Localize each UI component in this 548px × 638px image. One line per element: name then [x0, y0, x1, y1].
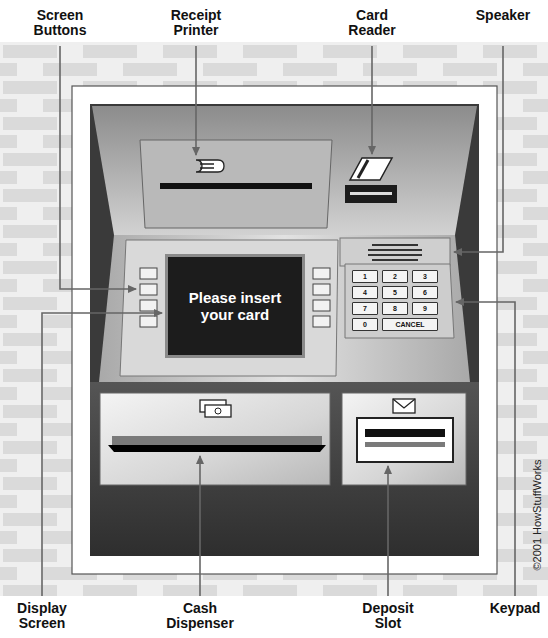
- receipt-printer: [140, 140, 332, 228]
- screen-button: [313, 268, 330, 279]
- key-label: 5: [393, 289, 397, 296]
- key-label: 4: [363, 289, 367, 296]
- receipt-slot: [160, 183, 312, 189]
- keypad-key: 8: [382, 302, 408, 315]
- lower-housing: [90, 382, 479, 556]
- keypad-key: 3: [412, 270, 438, 283]
- envelope-icon: [393, 399, 415, 413]
- key-label: 2: [393, 273, 397, 280]
- speaker: [340, 238, 450, 266]
- keypad-key: 1: [352, 270, 378, 283]
- screen-message: Please insert your card: [176, 289, 294, 324]
- keypad-key: 6: [412, 286, 438, 299]
- keypad-key: 0: [352, 318, 378, 331]
- card-icon: [350, 158, 392, 180]
- receipt-icon: [196, 160, 224, 172]
- part-label: Deposit Slot: [362, 601, 413, 632]
- copyright-note: ©2001 HowStuffWorks: [531, 459, 543, 570]
- atm-housing: [90, 104, 479, 556]
- keypad-key: CANCEL: [382, 318, 438, 331]
- keypad-key: 5: [382, 286, 408, 299]
- screen-button: [140, 300, 157, 311]
- key-label: 0: [363, 321, 367, 328]
- part-label: Screen Buttons: [34, 8, 87, 39]
- keypad-key: 7: [352, 302, 378, 315]
- key-label: 7: [363, 305, 367, 312]
- card-reader: [345, 185, 397, 203]
- screen-button: [140, 284, 157, 295]
- screen-button: [313, 316, 330, 327]
- screen-bezel: [120, 240, 338, 376]
- cash-panel: [100, 393, 330, 485]
- cash-slot: [112, 436, 322, 445]
- part-label: Keypad: [490, 601, 541, 616]
- keypad-key: 4: [352, 286, 378, 299]
- part-label: Cash Dispenser: [166, 601, 234, 632]
- deposit-slot: [357, 418, 453, 462]
- speaker-grille: [368, 245, 422, 260]
- middle-band: [99, 235, 470, 382]
- key-label: 1: [363, 273, 367, 280]
- keypad-panel: [345, 264, 454, 338]
- part-label: Card Reader: [348, 8, 395, 39]
- part-label: Receipt Printer: [171, 8, 222, 39]
- part-label: Display Screen: [17, 601, 67, 632]
- key-label: 8: [393, 305, 397, 312]
- key-label: CANCEL: [395, 321, 424, 328]
- display-screen: Please insert your card: [165, 254, 305, 358]
- screen-button: [313, 284, 330, 295]
- key-label: 3: [423, 273, 427, 280]
- atm-frame: [72, 86, 497, 574]
- deposit-panel: [342, 393, 466, 485]
- brick-wall: [0, 42, 548, 596]
- key-label: 6: [423, 289, 427, 296]
- leader-lines: [42, 46, 515, 596]
- screen-button: [140, 268, 157, 279]
- key-label: 9: [423, 305, 427, 312]
- screen-button: [140, 316, 157, 327]
- screen-button: [313, 300, 330, 311]
- keypad-key: 2: [382, 270, 408, 283]
- keypad-key: 9: [412, 302, 438, 315]
- part-label: Speaker: [476, 8, 530, 23]
- top-recess: [92, 106, 477, 235]
